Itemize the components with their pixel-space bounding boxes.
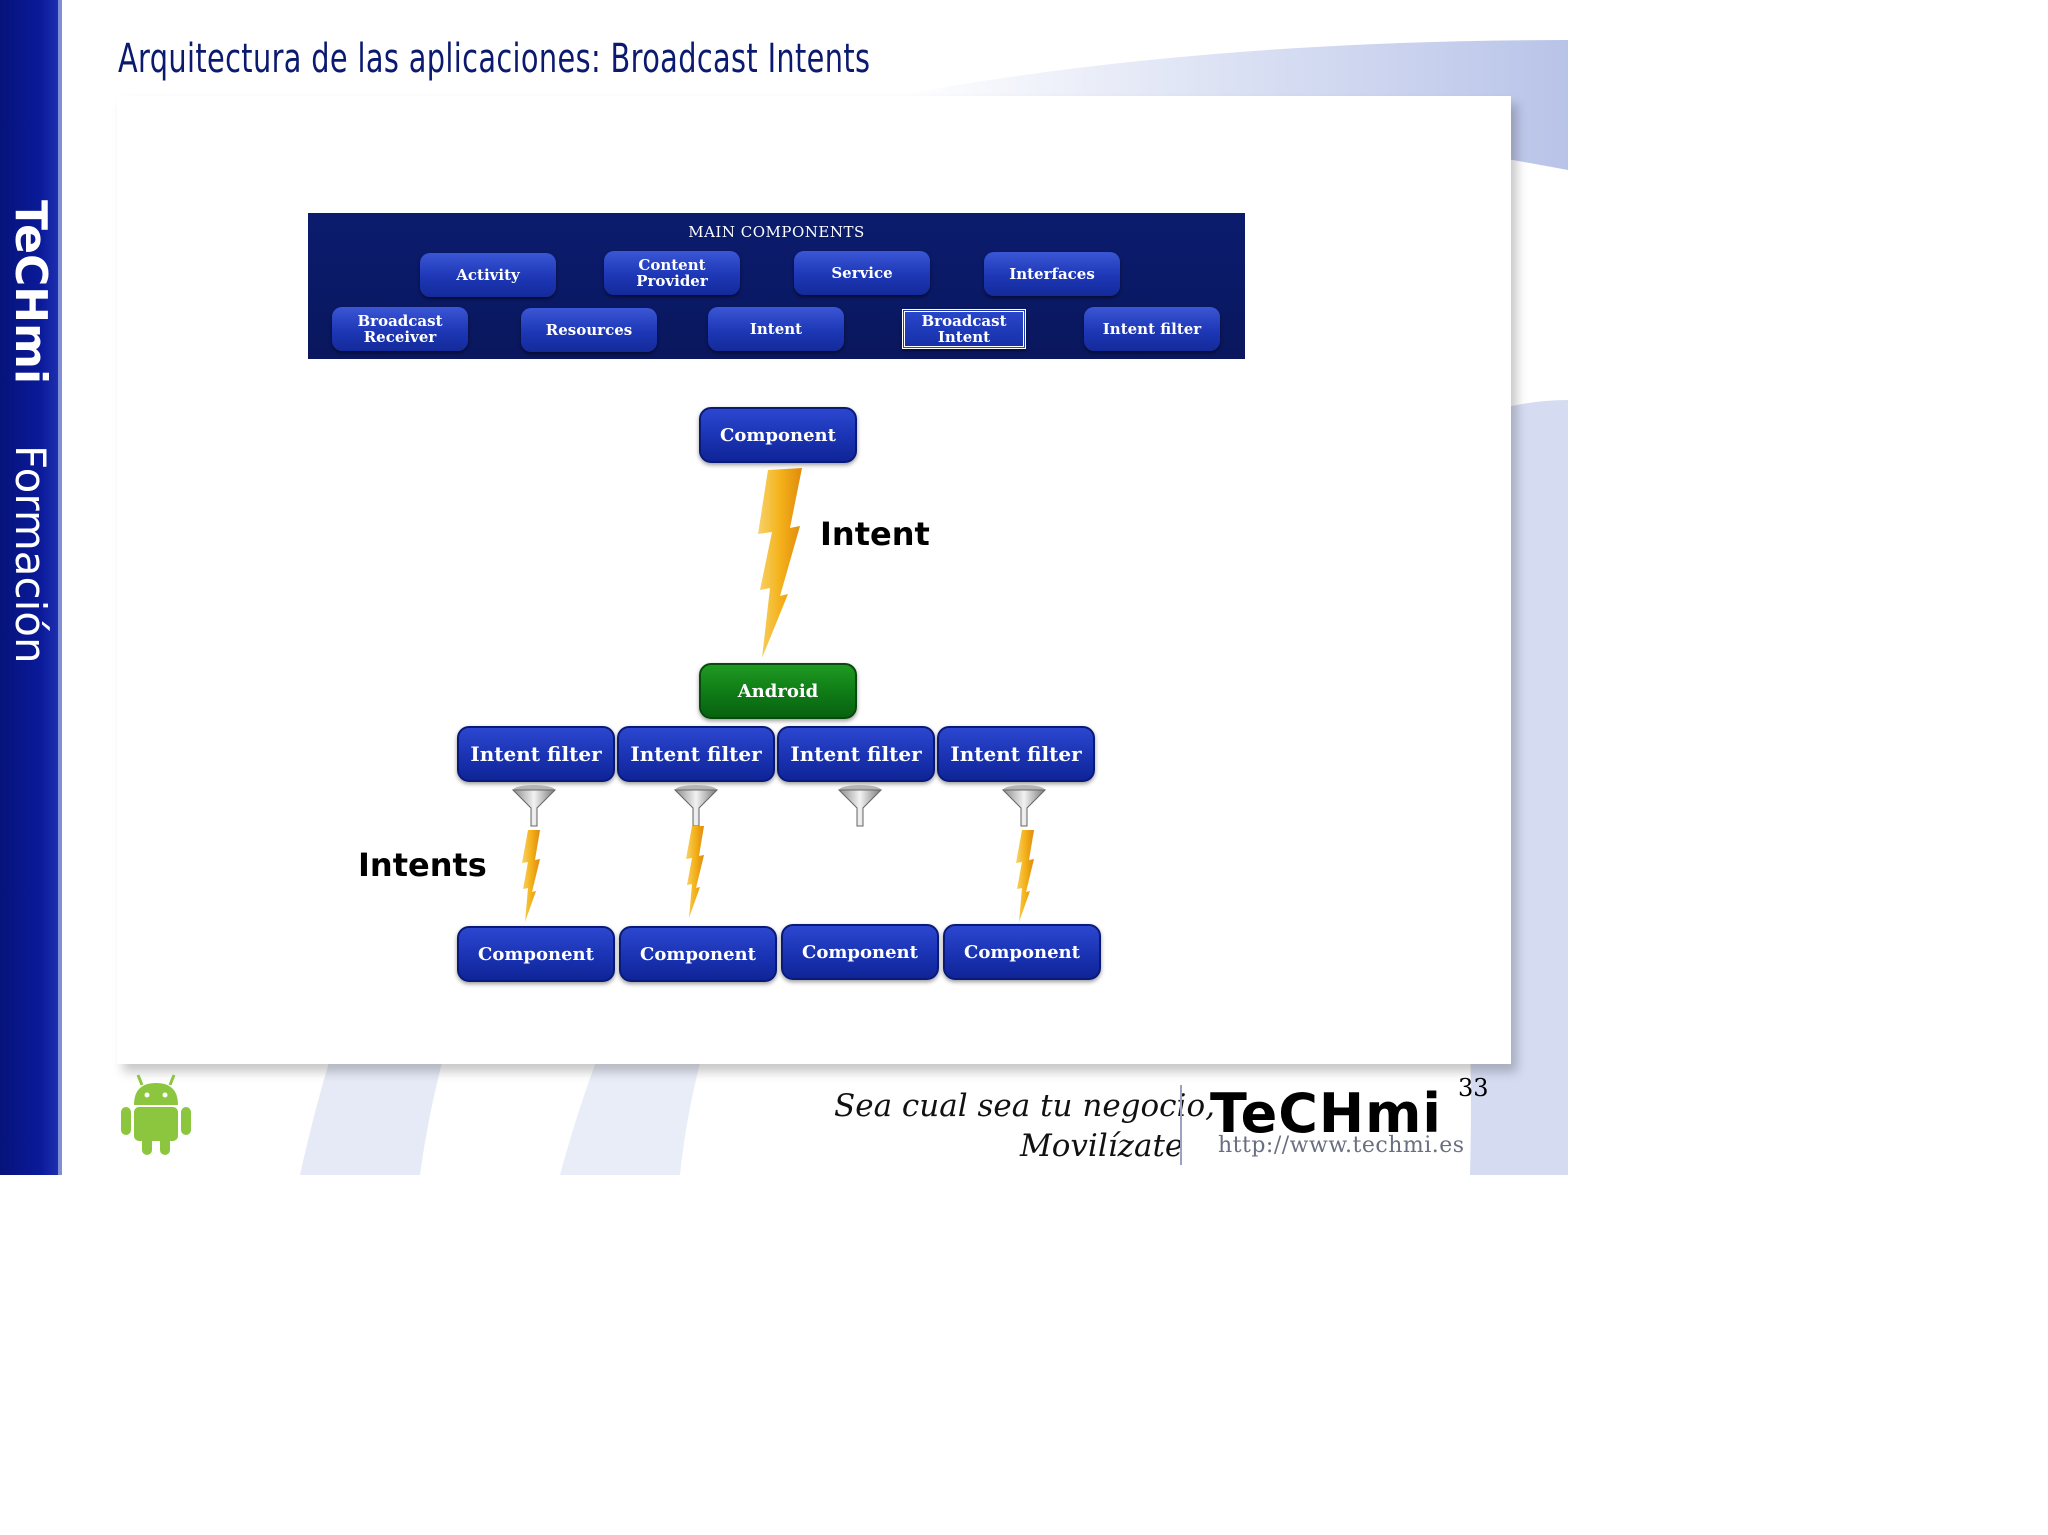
sidebar bbox=[0, 0, 58, 1175]
intents-label: Intents bbox=[358, 846, 487, 884]
footer-divider bbox=[1180, 1085, 1182, 1165]
lightning-bolt-icon bbox=[522, 830, 540, 922]
main-components-heading: MAIN COMPONENTS bbox=[688, 223, 865, 241]
component-resources: Resources bbox=[521, 308, 657, 352]
component-intent-filter: Intent filter bbox=[1084, 307, 1220, 351]
funnel-icon bbox=[674, 785, 718, 827]
component-broadcast-intent-selected: Broadcast Intent bbox=[902, 309, 1026, 349]
component-intent: Intent bbox=[708, 307, 844, 351]
funnel-icon bbox=[512, 785, 556, 827]
intent-filter-3: Intent filter bbox=[777, 726, 935, 782]
component-service: Service bbox=[794, 251, 930, 295]
sidebar-edge bbox=[58, 0, 62, 1175]
component-content-provider: Content Provider bbox=[604, 251, 740, 295]
page-number: 33 bbox=[1458, 1074, 1489, 1102]
intent-filter-1: Intent filter bbox=[457, 726, 615, 782]
lightning-bolt-icon bbox=[758, 468, 802, 658]
intent-label: Intent bbox=[820, 515, 930, 553]
slogan-line-1: Sea cual sea tu negocio, bbox=[834, 1088, 1215, 1124]
funnel-icon bbox=[838, 785, 882, 827]
funnel-icon bbox=[1002, 785, 1046, 827]
intent-filter-2: Intent filter bbox=[617, 726, 775, 782]
sidebar-brand: TeCHmi Formación bbox=[5, 200, 54, 664]
page-title: Arquitectura de las aplicaciones: Broadc… bbox=[118, 36, 871, 82]
lightning-bolt-icon bbox=[686, 826, 704, 918]
component-interfaces: Interfaces bbox=[984, 252, 1120, 296]
intent-filter-4: Intent filter bbox=[937, 726, 1095, 782]
target-component-1: Component bbox=[457, 926, 615, 982]
target-component-3: Component bbox=[781, 924, 939, 980]
main-components-banner: MAIN COMPONENTS Activity Content Provide… bbox=[308, 213, 1245, 359]
target-component-4: Component bbox=[943, 924, 1101, 980]
android-robot-icon bbox=[121, 1074, 191, 1155]
lightning-bolt-icon bbox=[1016, 830, 1034, 922]
footer-url[interactable]: http://www.techmi.es bbox=[1218, 1133, 1465, 1158]
target-component-2: Component bbox=[619, 926, 777, 982]
source-component: Component bbox=[699, 407, 857, 463]
techmi-logo: TeCHmi bbox=[1210, 1082, 1442, 1145]
component-broadcast-receiver: Broadcast Receiver bbox=[332, 307, 468, 351]
slogan-line-2: Movilízate bbox=[1020, 1128, 1184, 1164]
component-activity: Activity bbox=[420, 253, 556, 297]
sidebar-brand-subtitle: Formación bbox=[6, 445, 54, 664]
android-box: Android bbox=[699, 663, 857, 719]
sidebar-brand-logo: TeCHmi bbox=[5, 200, 54, 384]
